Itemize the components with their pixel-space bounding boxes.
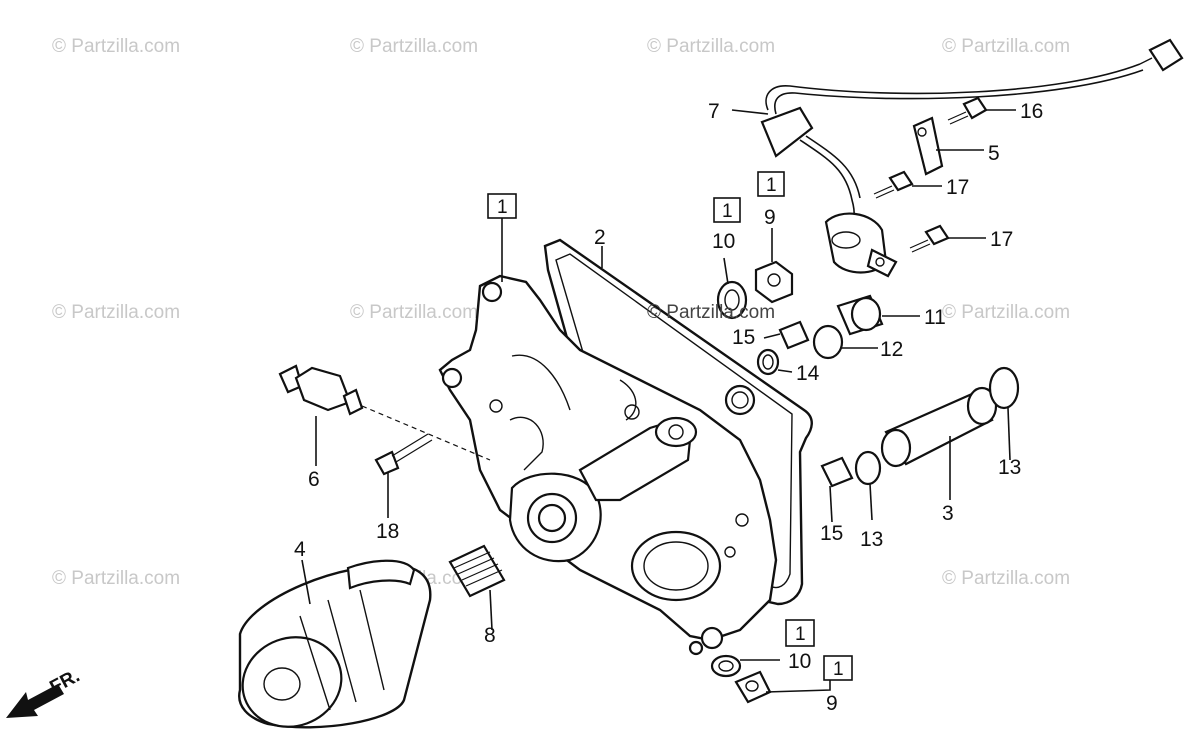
callout-number: 15 [732,326,755,349]
watermark: © Partzilla.com [52,568,180,589]
callout-number: 15 [820,522,843,545]
callout-number: 4 [294,538,306,561]
watermark: © Partzilla.com [52,302,180,323]
callout-number: 11 [924,306,946,329]
box-label: 1 [766,175,777,196]
callout-number: 12 [880,338,903,361]
watermark: © Partzilla.com [647,36,775,57]
box-label: 1 [833,659,844,680]
watermark: © Partzilla.com [350,36,478,57]
collars-and-orings [756,294,884,376]
watermark: © Partzilla.com [942,36,1070,57]
callout-number: 8 [484,624,496,647]
front-arrow: FR. [6,666,83,718]
callout-number: 9 [764,206,776,229]
upper-plug-washer [716,260,794,320]
leader-lines [301,109,1016,693]
callout-number: 13 [998,456,1021,479]
watermark: © Partzilla.com [350,302,478,323]
callout-number: 13 [860,528,883,551]
oil-pipe-assembly [820,366,1020,488]
callout-number: 17 [990,228,1013,251]
callout-number: 2 [594,226,606,249]
oil-filter [238,559,432,729]
watermark: © Partzilla.com [942,568,1070,589]
callout-number: 17 [946,176,969,199]
watermark-center: © Partzilla.com [647,302,775,323]
boxed-refs: 1 1 1 1 1 [487,171,853,681]
callout-number: 16 [1020,100,1043,123]
box-label: 1 [722,201,733,222]
relief-spring [448,544,506,598]
callout-number: 3 [942,502,954,525]
callout-number: 6 [308,468,320,491]
callout-numbers: 2 3 4 5 6 7 8 9 9 10 10 11 12 13 13 14 1… [294,100,1043,715]
box-label: 1 [497,197,508,218]
switch-harness [760,38,1184,278]
callout-number: 10 [788,650,811,673]
watermark: © Partzilla.com [942,302,1070,323]
callout-number: 5 [988,142,1000,165]
arrow-down-left-icon [6,684,64,718]
callout-number: 7 [708,100,720,123]
oil-switch-and-bolt [278,364,491,476]
callout-number: 10 [712,230,735,253]
callout-number: 18 [376,520,399,543]
bracket-and-bolts [873,96,988,253]
watermark: © Partzilla.com [52,36,180,57]
box-label: 1 [795,624,806,645]
callout-number: 14 [796,362,820,385]
lower-plug-washer [710,654,772,704]
callout-number: 9 [826,692,838,715]
crankcase-cover [438,274,778,656]
